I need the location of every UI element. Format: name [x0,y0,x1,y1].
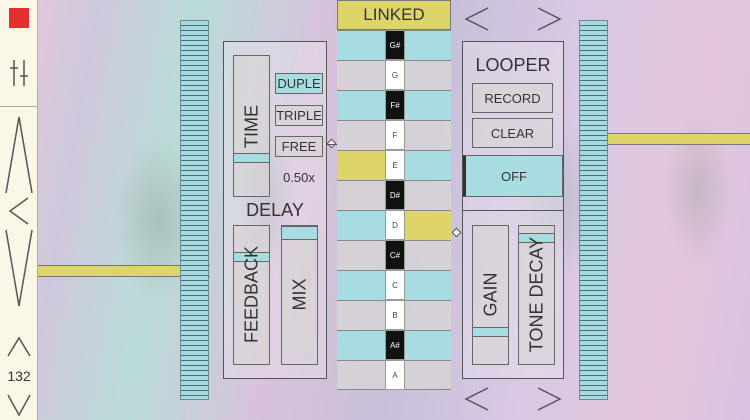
clear-loop-button[interactable]: CLEAR [472,118,553,148]
piano-key[interactable]: C [385,270,405,300]
piano-key[interactable]: D [385,210,405,240]
tone-decay-slider-thumb[interactable] [519,233,554,243]
connector-line [326,144,338,145]
linked-button[interactable]: LINKED [337,0,451,30]
time-label: TIME [241,105,262,148]
loop-state-button[interactable]: OFF [463,155,563,197]
next-top-chevron-icon[interactable] [536,6,562,32]
tone-decay-label: TONE DECAY [526,236,547,353]
duple-button[interactable]: DUPLE [275,73,323,94]
piano-key[interactable]: F [385,120,405,150]
gain-slider[interactable]: GAIN [472,225,509,365]
tone-decay-slider[interactable]: TONE DECAY [518,225,555,365]
piano-key[interactable]: F# [385,90,405,120]
piano-key[interactable]: A [385,360,405,390]
tempo-up-icon[interactable] [6,336,32,358]
time-slider-thumb[interactable] [234,153,269,163]
gain-label: GAIN [480,272,501,317]
chevron-left-icon[interactable] [8,196,30,226]
triple-button[interactable]: TRIPLE [275,105,323,126]
feedback-slider[interactable]: FEEDBACK [233,225,270,365]
piano-key[interactable]: G# [385,30,405,60]
right-level-line [608,133,750,145]
looper-title: LOOPER [475,55,551,75]
octave-down-icon[interactable] [4,228,34,308]
right-level-meter[interactable] [579,20,608,400]
sidebar-divider [0,106,38,107]
prev-bottom-chevron-icon[interactable] [464,386,490,412]
piano-key[interactable]: C# [385,240,405,270]
mix-label: MIX [289,278,310,311]
free-button[interactable]: FREE [275,136,323,157]
left-level-meter[interactable] [180,20,209,400]
left-level-line [38,265,210,277]
time-slider[interactable]: TIME [233,55,270,197]
delay-rate-value: 0.50x [283,170,315,185]
mixer-settings-icon[interactable] [6,58,32,88]
octave-up-icon[interactable] [4,115,34,195]
mix-slider[interactable]: MIX [281,225,318,365]
feedback-slider-thumb[interactable] [234,252,269,262]
looper-divider [463,210,563,211]
tempo-down-icon[interactable] [6,393,32,417]
gain-slider-thumb[interactable] [473,327,508,337]
piano-key[interactable]: D# [385,180,405,210]
delay-panel: TIME DUPLE TRIPLE FREE 0.50x DELAY FEEDB… [223,41,327,379]
piano-key[interactable]: B [385,300,405,330]
delay-title: DELAY [246,200,304,220]
piano-key[interactable]: E [385,150,405,180]
sidebar: 132 [0,0,38,420]
piano-key[interactable]: G [385,60,405,90]
bpm-value: 132 [7,368,31,384]
prev-top-chevron-icon[interactable] [464,6,490,32]
looper-panel: LOOPER RECORD CLEAR OFF GAIN TONE DECAY [462,41,564,379]
mix-slider-thumb[interactable] [282,226,317,240]
piano-key[interactable]: A# [385,330,405,360]
feedback-label: FEEDBACK [241,245,262,344]
record-button[interactable] [9,8,29,28]
record-loop-button[interactable]: RECORD [472,83,553,113]
next-bottom-chevron-icon[interactable] [536,386,562,412]
